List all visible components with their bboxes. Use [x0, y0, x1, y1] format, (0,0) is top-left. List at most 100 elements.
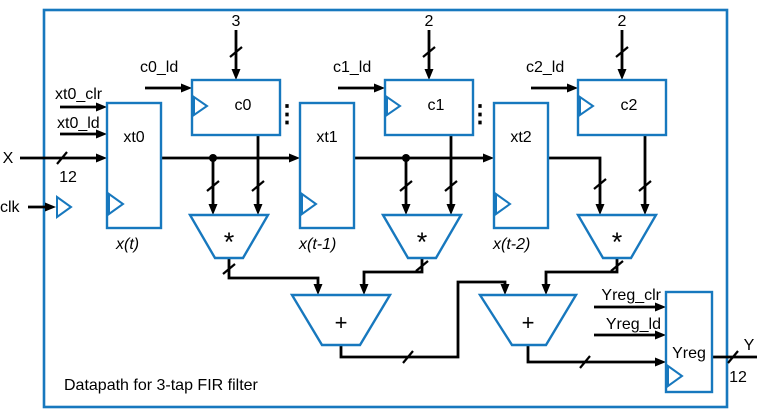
arrowhead: [289, 153, 300, 163]
arrowhead: [181, 83, 192, 93]
bus-slash: [610, 260, 624, 272]
wire-add1-to-add2: [339, 280, 507, 359]
multiplier-3-shape: [575, 213, 659, 260]
arrowhead: [567, 83, 578, 93]
arrowhead: [595, 204, 605, 215]
arrowhead: [483, 153, 494, 163]
junction-dots: [209, 154, 410, 162]
register-xt1-name: xt1: [316, 129, 337, 146]
bus-slash: [727, 350, 739, 364]
label-c1-ld: c1_ld: [333, 59, 371, 76]
register-xt0: xt0: [105, 101, 163, 230]
arrowhead: [655, 357, 666, 367]
register-yreg: Yreg: [664, 290, 714, 394]
arrowhead: [424, 69, 434, 80]
arrowhead: [359, 284, 369, 295]
multiplier-1-shape: [187, 213, 271, 260]
label-xt2-output: x(t-2): [492, 236, 530, 253]
label-x-bus-width: 12: [59, 169, 77, 186]
multiplier-2: *: [380, 213, 464, 260]
label-yreg-clr: Yreg_clr: [601, 287, 661, 304]
label-c0-ld: c0_ld: [140, 59, 178, 76]
clock-triangle-icon: [301, 192, 318, 216]
register-xt1: xt1: [298, 101, 356, 230]
label-xt0-ld: xt0_ld: [57, 115, 100, 132]
bus-slash: [251, 180, 265, 192]
clock-triangle-icon: [108, 192, 125, 216]
clk-triangle-icon: [56, 195, 73, 219]
bus-slash: [422, 46, 436, 58]
register-c1: c1: [383, 78, 475, 137]
multiplier-3: *: [575, 213, 659, 260]
register-c0-box: [190, 78, 282, 137]
register-c1-name: c1: [428, 97, 445, 114]
label-c2-const: 2: [618, 13, 627, 30]
bus-slash: [593, 178, 607, 190]
register-xt2: xt2: [492, 101, 550, 230]
register-c0-name: c0: [235, 97, 252, 114]
add-symbol: +: [335, 310, 348, 335]
clock-triangle-icon: [667, 364, 684, 388]
register-c2: c2: [576, 78, 668, 137]
arrowhead: [446, 204, 456, 215]
wires: [20, 30, 757, 364]
arrowhead: [208, 204, 218, 215]
register-xt2-name: xt2: [510, 129, 531, 146]
adder-2: +: [477, 293, 579, 347]
ellipsis-1: ⋮: [275, 101, 299, 128]
wire-add2-to-yreg: [526, 345, 655, 364]
bus-slash: [56, 151, 68, 165]
register-c1-box: [383, 78, 475, 137]
arrowhead: [45, 202, 56, 212]
register-yreg-name: Yreg: [672, 345, 706, 362]
wire-mult2-to-add1: [362, 258, 424, 284]
arrowhead: [96, 129, 107, 139]
arrowhead: [655, 302, 666, 312]
arrowhead: [640, 204, 650, 215]
register-c2-box: [576, 78, 668, 137]
arrowhead: [96, 153, 107, 163]
bus-slashes: [56, 46, 739, 369]
label-xt0-output: x(t): [115, 236, 139, 253]
label-c2-ld: c2_ld: [526, 59, 564, 76]
wire-xt2-to-mult3: [548, 156, 602, 204]
multiply-symbol: *: [224, 227, 235, 257]
diagram-caption: Datapath for 3-tap FIR filter: [64, 377, 259, 394]
add-symbol: +: [522, 310, 535, 335]
bus-slash: [579, 355, 591, 369]
bus-slash: [222, 263, 236, 275]
clock-triangle-icon: [579, 95, 595, 117]
bus-slash: [415, 260, 429, 272]
bus-slash: [638, 180, 652, 192]
label-y-bus-width: 12: [729, 369, 747, 386]
bus-slash: [444, 180, 458, 192]
junction-dot: [402, 154, 410, 162]
adder-1-shape: [289, 293, 393, 347]
bus-slash: [402, 350, 414, 364]
multiply-symbol: *: [612, 227, 623, 257]
arrowhead: [500, 284, 510, 295]
arrowhead: [231, 69, 241, 80]
arrowhead: [313, 284, 323, 295]
clock-triangle-icon: [495, 192, 512, 216]
adder-1: +: [289, 293, 393, 347]
junction-dot: [209, 154, 217, 162]
register-c2-name: c2: [621, 97, 638, 114]
clock-triangle-icon: [193, 95, 209, 117]
label-y-output: Y: [744, 337, 755, 354]
wire-mult1-to-add1: [227, 258, 320, 284]
label-xt0-clr: xt0_clr: [55, 86, 103, 103]
arrowhead: [655, 330, 666, 340]
label-c0-const: 3: [232, 13, 241, 30]
arrowhead: [96, 102, 107, 112]
arrowhead: [617, 69, 627, 80]
clock-triangle-icon: [386, 95, 402, 117]
multiply-symbol: *: [417, 227, 428, 257]
register-c0: c0: [190, 78, 282, 137]
label-x-input: X: [3, 150, 14, 167]
adder-2-shape: [477, 293, 579, 347]
bus-slash: [615, 46, 629, 58]
register-xt0-name: xt0: [123, 129, 144, 146]
